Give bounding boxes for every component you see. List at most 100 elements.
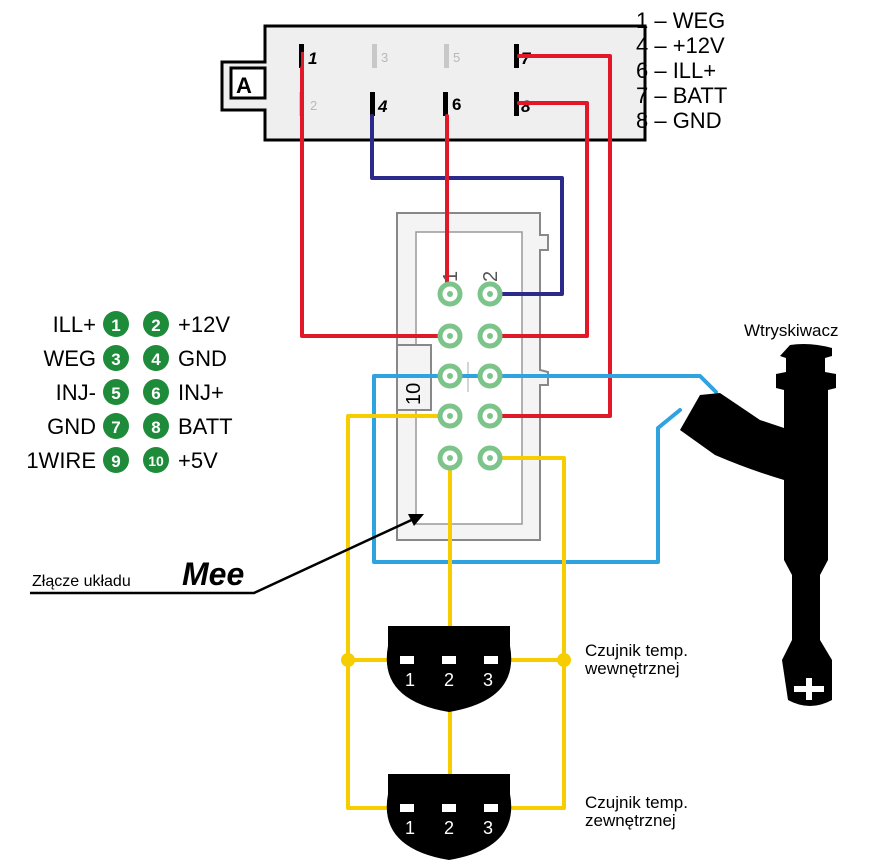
mee-pins <box>437 281 503 471</box>
a-legend-line: 1 – WEG <box>636 8 725 33</box>
junction-dot-left <box>341 653 355 667</box>
pin-label-4: 4 <box>377 97 388 116</box>
mee-pin-mark-1: 1 <box>440 271 462 282</box>
pinout-badge: 8 <box>143 413 169 439</box>
pinout-right-label: +5V <box>178 448 218 473</box>
pinout-left-label: GND <box>47 414 96 439</box>
junction-dot-right <box>557 653 571 667</box>
pinout-badge: 1 <box>103 311 129 337</box>
pin-slot-3 <box>372 44 377 68</box>
sensor-external-body <box>386 774 512 860</box>
pin-slot-8 <box>514 92 519 116</box>
pinout-badge: 2 <box>143 311 169 337</box>
a-legend-line: 6 – ILL+ <box>636 58 716 83</box>
mee-pin-6 <box>477 363 503 389</box>
pinout-right-label: +12V <box>178 312 230 337</box>
pin-label-2: 2 <box>310 98 317 113</box>
mee-callout: Złącze układu Mee <box>30 514 424 595</box>
mee-pinout-legend: ILL+ WEG INJ- GND 1WIRE 1 2 3 4 5 6 7 8 … <box>26 311 233 473</box>
sensor-pin-label: 1 <box>405 670 415 690</box>
wire-blue-inj-minus <box>372 374 682 564</box>
callout-brand: Mee <box>182 556 244 592</box>
injector-label: Wtryskiwacz <box>744 321 838 340</box>
connector-a-legend: 1 – WEG 4 – +12V 6 – ILL+ 7 – BATT 8 – G… <box>636 8 727 133</box>
mee-pin-1 <box>437 281 463 307</box>
pinout-badge: 4 <box>143 345 169 371</box>
mee-pin-8 <box>477 403 503 429</box>
sensor-internal-subtitle: wewnętrznej <box>584 659 680 678</box>
pinout-right-label: GND <box>178 346 227 371</box>
sensor-pin-label: 2 <box>444 818 454 838</box>
svg-text:7: 7 <box>111 418 120 437</box>
mee-pin-3 <box>437 323 463 349</box>
pinout-badge: 6 <box>143 379 169 405</box>
callout-arrowhead <box>408 514 424 526</box>
connector-a-letter: A <box>236 73 252 98</box>
wire-blue-inj-plus <box>488 374 718 394</box>
pinout-badge: 9 <box>103 447 129 473</box>
wire-red-gnd <box>488 101 589 338</box>
pinout-badge: 5 <box>103 379 129 405</box>
injector-tip-mark <box>794 686 824 692</box>
mee-pin-mark-2: 2 <box>480 271 502 282</box>
sensor-external: 1 2 3 Czujnik temp. zewnętrznej <box>386 774 688 860</box>
pinout-badge: 3 <box>103 345 129 371</box>
pin-slot-6 <box>443 92 448 116</box>
sensor-pin-label: 3 <box>483 670 493 690</box>
pinout-right-label: BATT <box>178 414 233 439</box>
pin-label-7: 7 <box>521 49 532 68</box>
a-legend-line: 7 – BATT <box>636 83 727 108</box>
mee-pin-7 <box>437 403 463 429</box>
sensor-external-subtitle: zewnętrznej <box>585 811 676 830</box>
a-legend-line: 4 – +12V <box>636 33 725 58</box>
connector-a-key <box>229 66 267 100</box>
svg-text:2: 2 <box>151 316 160 335</box>
sensor-external-title: Czujnik temp. <box>585 793 688 812</box>
pinout-left-label: WEG <box>43 346 96 371</box>
injector: Wtryskiwacz <box>680 321 838 706</box>
sensor-pin <box>484 804 498 812</box>
mee-pin-5 <box>437 363 463 389</box>
connector-a-housing <box>220 24 647 142</box>
sensor-pin <box>442 804 456 812</box>
injector-body <box>680 344 836 706</box>
svg-text:3: 3 <box>111 350 120 369</box>
pin-label-1: 1 <box>308 49 317 68</box>
mee-pin-4 <box>477 323 503 349</box>
svg-text:1: 1 <box>111 316 120 335</box>
svg-text:8: 8 <box>151 418 160 437</box>
svg-text:10: 10 <box>148 453 164 469</box>
a-legend-line: 8 – GND <box>636 108 722 133</box>
pinout-left-label: INJ- <box>56 380 96 405</box>
pinout-badge: 7 <box>103 413 129 439</box>
svg-text:9: 9 <box>111 452 120 471</box>
wire-yellow-5v <box>488 456 566 810</box>
pin-slot-4 <box>370 92 375 116</box>
mee-pin-2 <box>477 281 503 307</box>
pinout-right-label: INJ+ <box>178 380 224 405</box>
sensor-pin-label: 3 <box>483 818 493 838</box>
pin-label-5: 5 <box>453 50 460 65</box>
sensor-pin <box>400 804 414 812</box>
mee-pin-10 <box>477 445 503 471</box>
wire-red-weg <box>300 66 452 338</box>
sensor-internal-body <box>386 626 512 712</box>
svg-text:4: 4 <box>151 350 161 369</box>
sensor-pin-label: 1 <box>405 818 415 838</box>
wire-navy-12v <box>370 114 564 296</box>
connector-a: A 1 3 5 7 2 4 6 8 <box>220 24 647 142</box>
sensor-pin <box>442 656 456 664</box>
pin-slot-5 <box>444 44 449 68</box>
callout-label: Złącze układu <box>32 573 131 590</box>
svg-text:5: 5 <box>111 384 120 403</box>
pin-label-8: 8 <box>521 97 531 116</box>
sensor-pin-label: 2 <box>444 670 454 690</box>
svg-text:6: 6 <box>151 384 160 403</box>
pinout-left-label: 1WIRE <box>26 448 96 473</box>
pin-label-3: 3 <box>381 50 388 65</box>
sensor-pin <box>484 656 498 664</box>
pinout-left-label: ILL+ <box>53 312 96 337</box>
sensor-internal-title: Czujnik temp. <box>585 641 688 660</box>
pin-slot-1-wire <box>301 52 304 68</box>
